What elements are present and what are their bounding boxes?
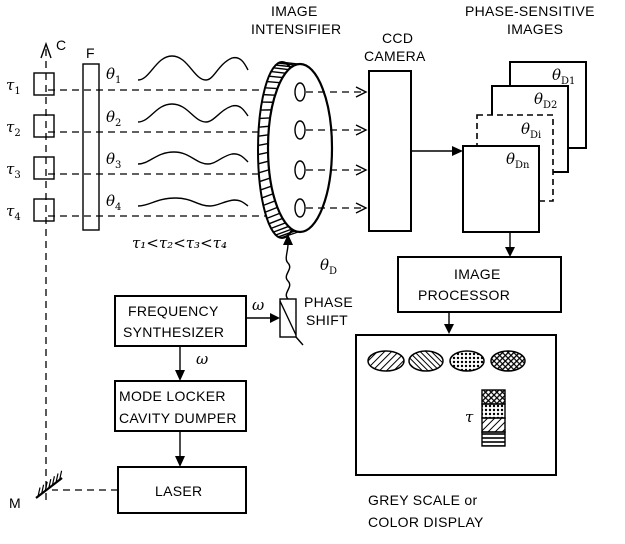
phase-shift-label-2: SHIFT (306, 312, 348, 328)
processor-label-2: PROCESSOR (418, 287, 510, 303)
display-caption-2: COLOR DISPLAY (368, 514, 484, 530)
waveform-3 (138, 152, 248, 164)
processor-label-1: IMAGE (454, 266, 501, 282)
mirror-hatching (38, 471, 62, 497)
sample-box-3 (34, 157, 54, 179)
phase-title-2: IMAGES (507, 21, 563, 37)
intensifier-title-1: IMAGE (271, 3, 318, 19)
tau-scale-label: τ (465, 408, 474, 426)
theta-label-1: θ1 (106, 65, 121, 86)
phase-shift-knob (296, 337, 303, 345)
intensifier-rib (259, 126, 269, 127)
synth-to-mode-arrowhead (175, 370, 185, 381)
ccd-camera: CCD CAMERA (364, 30, 426, 231)
waveform-1 (138, 56, 248, 80)
intensifier-rib (265, 88, 277, 89)
svg-text:τ3: τ3 (6, 160, 21, 181)
sample-box-1 (34, 73, 54, 95)
intensifier-rib (260, 118, 271, 119)
tau-ordering-label: τ₁<τ₂<τ₃<τ₄ (132, 234, 227, 252)
waveform-2 (138, 104, 248, 122)
mirror: M (9, 471, 62, 511)
theta-d-label: θD (320, 256, 337, 277)
tau-label-2: τ2 (6, 118, 21, 139)
phase-shift-label-1: PHASE (304, 294, 353, 310)
display-spot-4 (491, 351, 525, 371)
phase-shift: PHASE SHIFT θD (280, 234, 353, 345)
mode-label-1: MODE LOCKER (119, 388, 226, 404)
camera-to-images-arrowhead (452, 146, 463, 156)
c-label: C (56, 37, 66, 53)
mode-locker: MODE LOCKER CAVITY DUMPER (115, 381, 246, 431)
image-processor: IMAGE PROCESSOR (398, 257, 561, 312)
tau-label-4: τ4 (6, 202, 21, 223)
omega-label-1: ω (252, 296, 264, 314)
sample-box-4 (34, 199, 54, 221)
phase-shift-diagonal (280, 301, 296, 335)
laser-label: LASER (155, 483, 202, 499)
display-spot-1 (368, 351, 404, 371)
theta-label-2: θ2 (106, 108, 121, 129)
display-spot-2 (409, 351, 443, 371)
image-intensifier: IMAGE INTENSIFIER (251, 3, 341, 238)
freq-label-2: SYNTHESIZER (123, 324, 224, 340)
svg-text:τ4: τ4 (6, 202, 21, 223)
tau-label-3: τ3 (6, 160, 21, 181)
image-frame-dn (463, 146, 539, 232)
tau-color-scale (482, 390, 505, 446)
ccd-title-1: CCD (382, 30, 413, 46)
filter-f (83, 64, 99, 230)
laser: LASER (118, 467, 246, 513)
frequency-synthesizer: FREQUENCY SYNTHESIZER (115, 296, 246, 346)
display-caption-1: GREY SCALE or (368, 492, 477, 508)
svg-text:τ1: τ1 (6, 76, 21, 97)
svg-text:τ2: τ2 (6, 118, 21, 139)
ccd-camera-box (369, 71, 411, 231)
tau-label-1: τ1 (6, 76, 21, 97)
theta-label-4: θ4 (106, 192, 121, 213)
sample-box-2 (34, 115, 54, 137)
mode-label-2: CAVITY DUMPER (119, 410, 237, 426)
theta-label-3: θ3 (106, 150, 121, 171)
waveform-4 (138, 198, 248, 206)
display-spot-3 (450, 351, 484, 371)
waveforms: θ1 θ2 θ3 θ4 (106, 56, 248, 213)
f-label: F (86, 45, 95, 61)
omega-label-2: ω (196, 350, 208, 368)
freq-label-1: FREQUENCY (128, 303, 219, 319)
mode-to-laser-arrowhead (175, 456, 185, 467)
intensifier-front-face (268, 64, 332, 232)
display: τ GREY SCALE or COLOR DISPLAY (356, 335, 556, 530)
intensifier-rib (263, 95, 275, 96)
mirror-label: M (9, 495, 21, 511)
synth-to-phase-arrowhead (270, 313, 280, 323)
phase-sensitive-images: PHASE-SENSITIVE IMAGES θD1 θD2 θDi θDn (463, 3, 595, 232)
intensifier-title-2: INTENSIFIER (251, 21, 341, 37)
phase-title-1: PHASE-SENSITIVE (465, 3, 595, 19)
processor-to-display-arrowhead (444, 324, 454, 334)
sample-column: C τ1 τ2 τ3 τ4 F (6, 37, 99, 500)
ccd-title-2: CAMERA (364, 48, 426, 64)
phase-shift-signal (286, 244, 290, 299)
images-to-processor-arrowhead (505, 247, 515, 257)
